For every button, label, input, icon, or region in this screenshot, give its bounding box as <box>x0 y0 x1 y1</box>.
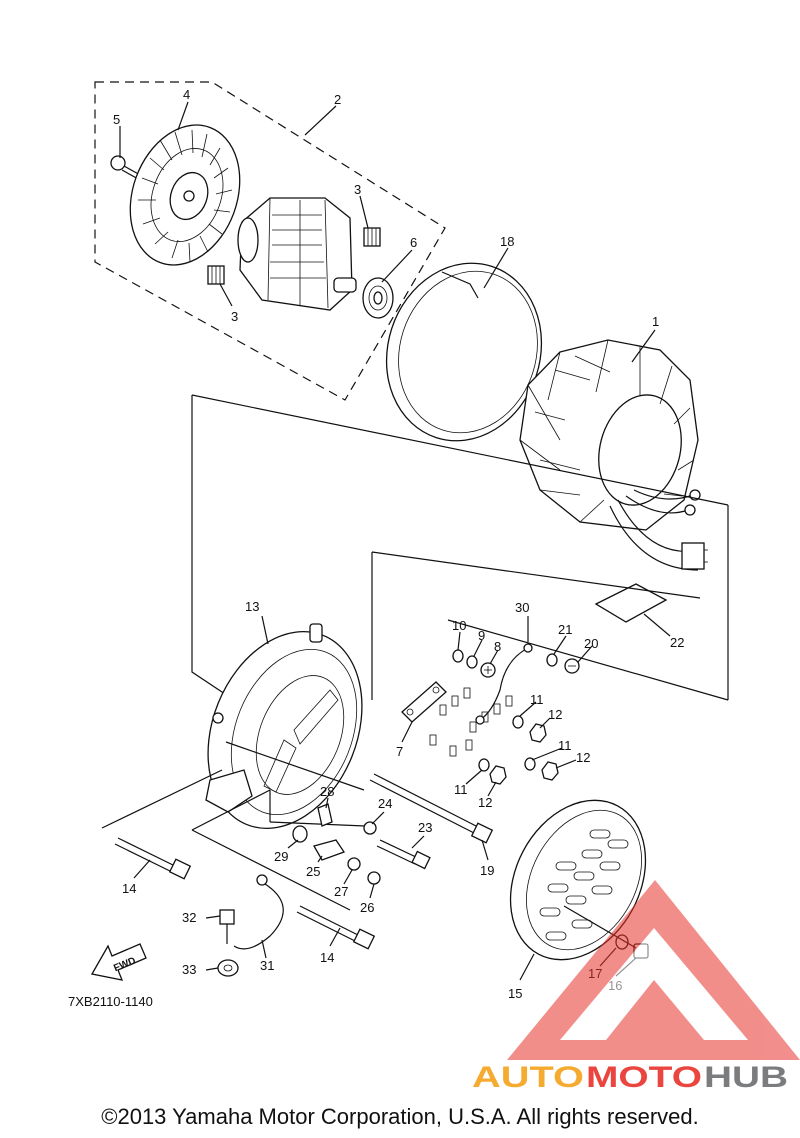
part-32-bolt <box>219 909 235 944</box>
guide-lines <box>101 741 366 911</box>
callout-20: 20 <box>584 636 598 651</box>
callout-31: 31 <box>260 958 274 973</box>
callout-22: 22 <box>670 635 684 650</box>
logo-text-moto: MOTO <box>586 1061 702 1094</box>
part-12-nut-b <box>541 761 559 781</box>
callout-11-c: 11 <box>454 782 468 797</box>
part-21-washer <box>546 653 558 667</box>
callout-10: 10 <box>452 618 466 633</box>
part-13-end-cover <box>205 623 363 829</box>
callout-24: 24 <box>378 796 392 811</box>
part-3-clip-upper <box>363 227 381 247</box>
callout-3-upper: 3 <box>354 182 361 197</box>
fwd-arrow-icon: FWD <box>90 943 147 981</box>
callout-11-a: 11 <box>530 692 544 707</box>
copyright-notice: ©2013 Yamaha Motor Corporation, U.S.A. A… <box>101 1104 699 1129</box>
part-20-screw <box>564 658 580 674</box>
part-10-washer <box>452 649 464 663</box>
part-22-pad <box>594 583 668 623</box>
callout-27: 27 <box>334 884 348 899</box>
callout-1: 1 <box>652 314 659 329</box>
callout-15: 15 <box>508 986 522 1001</box>
callout-18: 18 <box>500 234 514 249</box>
callout-21: 21 <box>558 622 572 637</box>
part-24-washer <box>363 821 377 835</box>
callout-8: 8 <box>494 639 501 654</box>
callout-7: 7 <box>396 744 403 759</box>
logo-triangle-core <box>606 980 704 1040</box>
callout-14-lower: 14 <box>320 950 334 965</box>
callout-labels: 1 2 3 3 4 5 6 7 8 9 10 11 11 11 12 12 12… <box>113 87 684 1001</box>
callout-32: 32 <box>182 910 196 925</box>
callout-14-upper: 14 <box>122 881 136 896</box>
part-12-nut-a <box>529 723 547 743</box>
callout-12-b: 12 <box>576 750 590 765</box>
part-14-bolt-lower <box>296 905 376 950</box>
part-31-ground-lead <box>233 874 284 950</box>
terminals-group <box>429 687 513 757</box>
part-19-bolt <box>369 773 494 844</box>
callout-23: 23 <box>418 820 432 835</box>
callout-19: 19 <box>480 863 494 878</box>
automotohub-wordmark: AUTO MOTO HUB <box>472 1061 788 1094</box>
part-18-stator-band <box>385 262 543 442</box>
part-6-bearing <box>362 277 394 319</box>
callout-5: 5 <box>113 112 120 127</box>
part-9-washer <box>466 655 478 669</box>
part-11-washer-b <box>524 757 536 771</box>
part-29-collar <box>292 825 308 843</box>
callout-28: 28 <box>320 784 334 799</box>
callout-12-c: 12 <box>478 795 492 810</box>
callout-30: 30 <box>515 600 529 615</box>
part-8-screw <box>480 662 496 678</box>
callout-29: 29 <box>274 849 288 864</box>
part-15-rear-cover <box>509 799 647 961</box>
part-26-screw <box>367 871 381 885</box>
part-11-washer-c <box>478 758 490 772</box>
part-1-stator <box>519 339 708 571</box>
automotohub-logo <box>507 880 800 1060</box>
part-11-washer-a <box>512 715 524 729</box>
part-3-clip-lower <box>207 265 225 285</box>
part-4-fan <box>129 124 241 266</box>
callout-9: 9 <box>478 628 485 643</box>
callout-33: 33 <box>182 962 196 977</box>
callout-26: 26 <box>360 900 374 915</box>
part-25-bracket <box>313 839 345 861</box>
logo-text-auto: AUTO <box>472 1061 584 1094</box>
logo-text-hub: HUB <box>704 1061 788 1094</box>
callout-13: 13 <box>245 599 259 614</box>
part-27-washer <box>347 857 361 871</box>
leader-lines <box>119 101 671 981</box>
assembly-frame-lines <box>191 394 729 701</box>
part-7-rectifier <box>401 681 447 723</box>
part-14-bolt-upper <box>114 837 192 880</box>
part-23-bolt <box>376 839 431 870</box>
callout-3-lower: 3 <box>231 309 238 324</box>
callout-6: 6 <box>410 235 417 250</box>
part-28-plate <box>317 803 333 827</box>
rotor-assembly-outline <box>94 81 446 401</box>
diagram-code: 7XB2110-1140 <box>68 994 153 1009</box>
part-30-lead-wire <box>475 643 533 725</box>
callout-11-b: 11 <box>558 738 572 753</box>
callout-12-a: 12 <box>548 707 562 722</box>
callout-4: 4 <box>183 87 190 102</box>
callout-2: 2 <box>334 92 341 107</box>
callout-25: 25 <box>306 864 320 879</box>
part-12-nut-c <box>489 765 507 785</box>
part-33-nut <box>217 959 239 977</box>
part-2-rotor <box>237 197 357 311</box>
